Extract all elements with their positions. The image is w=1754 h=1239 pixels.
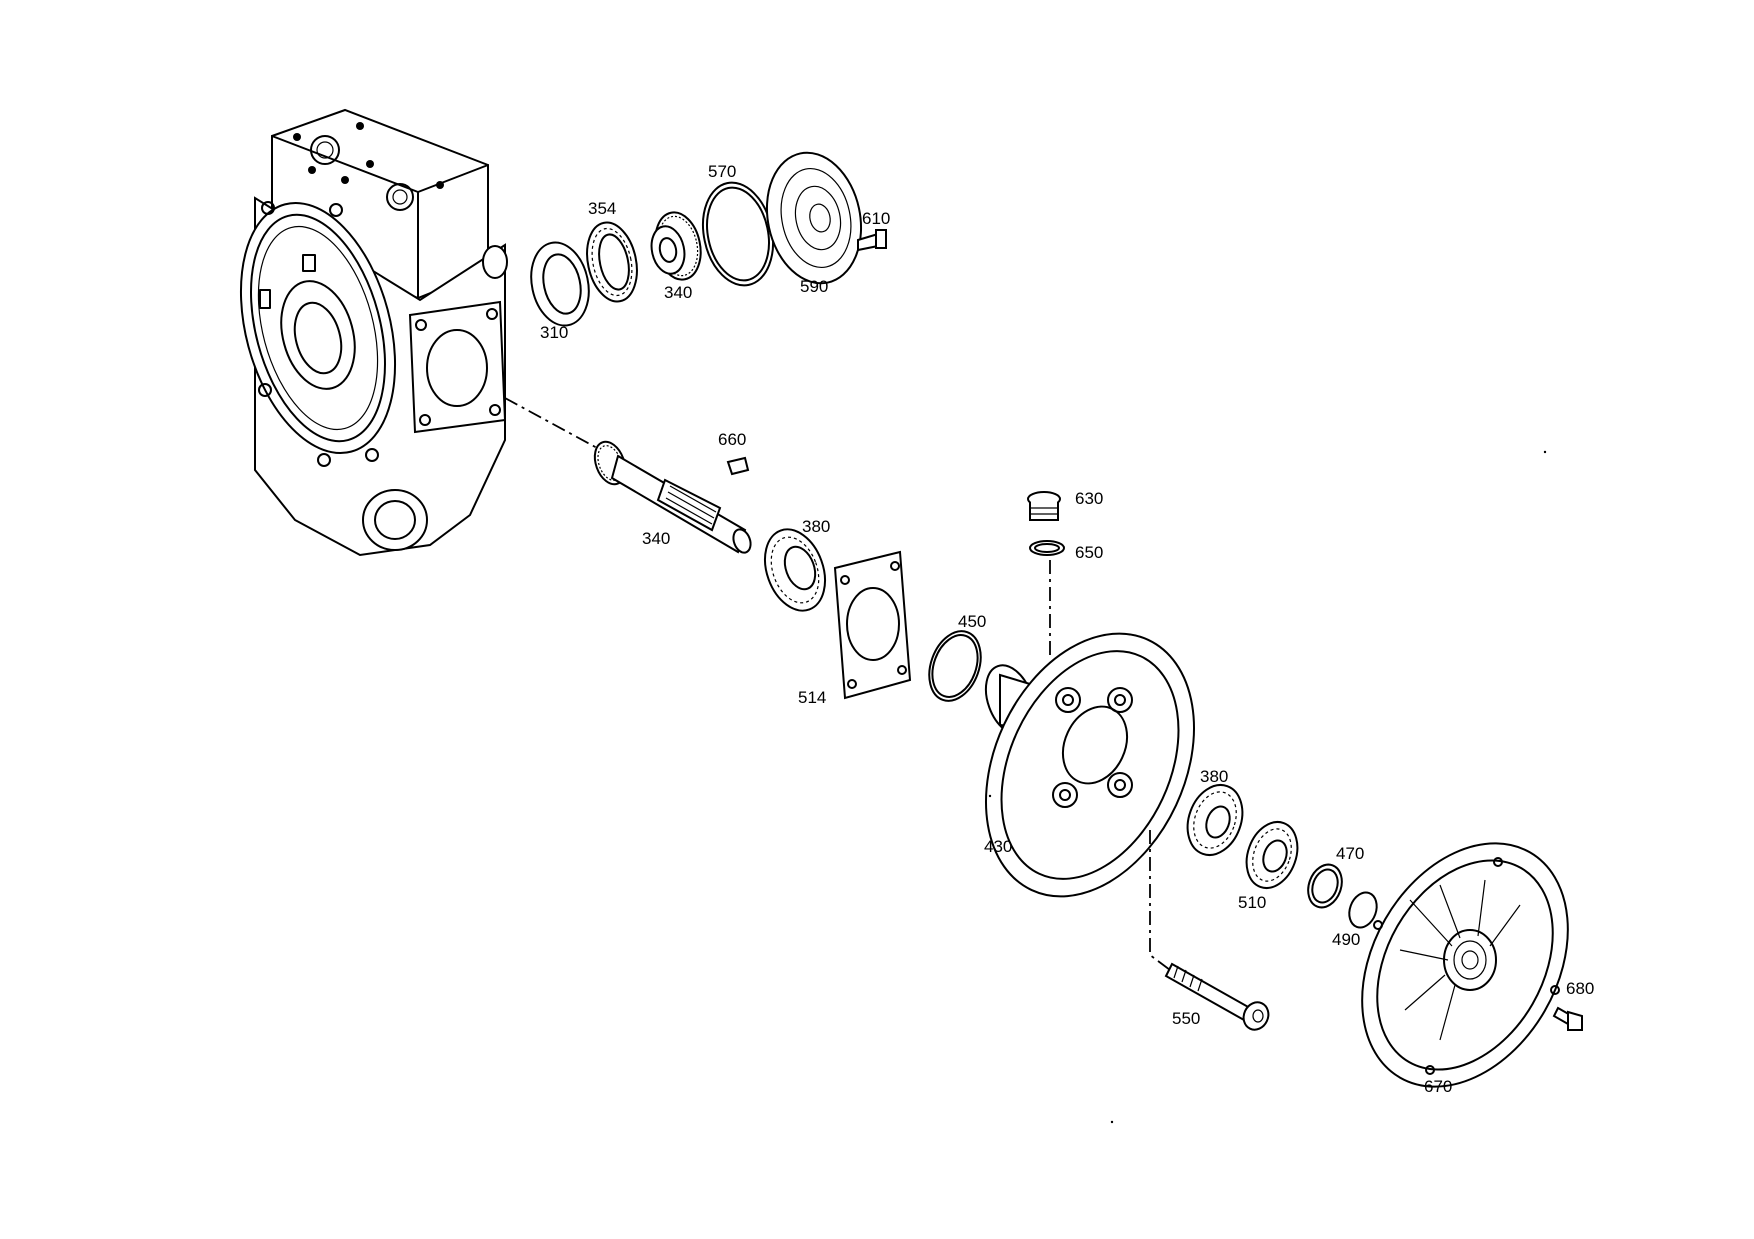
stray-dot-mark xyxy=(1110,1120,1114,1124)
bolt-axis-line xyxy=(1149,830,1171,971)
part-550-bolt xyxy=(1164,962,1270,1031)
label-514: 514 xyxy=(798,688,826,707)
label-450: 450 xyxy=(958,612,986,631)
label-590: 590 xyxy=(800,277,828,296)
label-430: 430 xyxy=(984,837,1012,856)
label-354: 354 xyxy=(588,199,616,218)
part-450-o-ring xyxy=(928,630,982,702)
part-630-plug xyxy=(1027,491,1061,521)
label-310: 310 xyxy=(540,323,568,342)
part-650-seal-ring xyxy=(1029,540,1065,556)
part-660-key xyxy=(726,456,750,476)
part-380-bearing-upper xyxy=(764,528,826,612)
label-570: 570 xyxy=(708,162,736,181)
label-670: 670 xyxy=(1424,1077,1452,1096)
label-470: 470 xyxy=(1336,844,1364,863)
part-680-screw xyxy=(1552,1006,1583,1031)
label-630: 630 xyxy=(1075,489,1103,508)
label-490: 490 xyxy=(1332,930,1360,949)
label-510: 510 xyxy=(1238,893,1266,912)
label-550: 550 xyxy=(1172,1009,1200,1028)
part-490-circlip xyxy=(1348,891,1378,929)
part-380-bearing-lower xyxy=(1186,784,1244,856)
label-380-bottom: 380 xyxy=(1200,767,1228,786)
label-650: 650 xyxy=(1075,543,1103,562)
pump-housing xyxy=(239,108,508,557)
part-340-gear xyxy=(650,211,702,281)
part-430-housing-cover xyxy=(984,632,1195,898)
part-590-cover xyxy=(765,151,863,285)
label-610: 610 xyxy=(862,209,890,228)
stray-dot-mark xyxy=(1543,450,1547,454)
part-610-screw xyxy=(857,229,887,252)
part-470-washer xyxy=(1307,863,1343,909)
label-660: 660 xyxy=(718,430,746,449)
label-680: 680 xyxy=(1566,979,1594,998)
part-354-bearing xyxy=(586,221,638,303)
label-340-shaft: 340 xyxy=(642,529,670,548)
part-310-washer xyxy=(530,241,590,327)
part-514-gasket xyxy=(833,550,912,700)
label-380-top: 380 xyxy=(802,517,830,536)
part-670-end-cover xyxy=(1361,842,1569,1088)
assembly-axis-line xyxy=(504,397,611,456)
stray-dot-mark xyxy=(988,794,992,798)
label-340-top: 340 xyxy=(664,283,692,302)
part-510-bearing xyxy=(1245,821,1299,889)
part-340-drive-shaft xyxy=(593,440,752,554)
